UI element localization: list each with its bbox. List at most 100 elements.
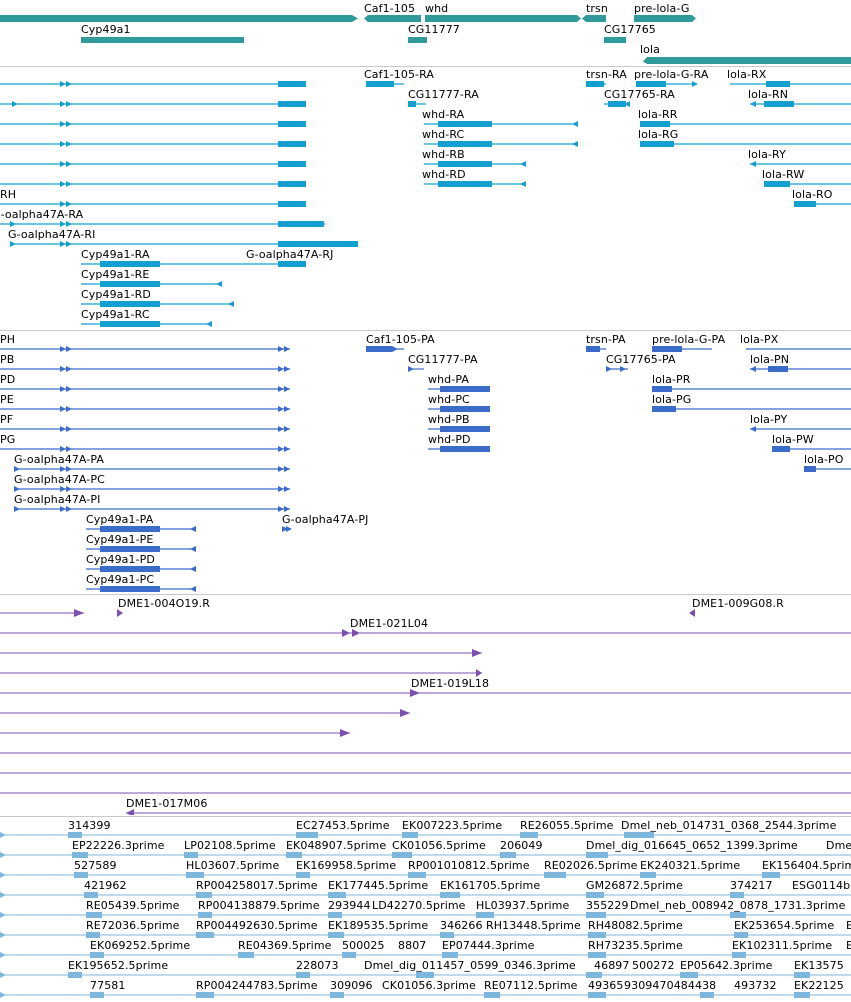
est-label[interactable]: 421962 [84, 879, 127, 892]
est-label[interactable]: EK177445.5prime [328, 879, 429, 892]
mrna-label[interactable]: Caf1-105-RA [364, 68, 435, 81]
est-label[interactable]: RH13448.5prime [486, 919, 581, 932]
est-label[interactable]: CK01056.5prime [392, 839, 486, 852]
mrna-label[interactable]: CG17765-RA [604, 88, 675, 101]
est-glyphs[interactable] [0, 817, 851, 1002]
est-label[interactable]: 346266 [440, 919, 483, 932]
mrna-label[interactable]: whd-RA [422, 108, 465, 121]
est-label[interactable]: RE07112.5prime [484, 979, 578, 992]
gene-label[interactable]: lola [640, 43, 660, 56]
mrna-label[interactable]: lola-RN [748, 88, 789, 101]
protein-glyphs[interactable] [0, 331, 851, 594]
mrna-label[interactable]: G-oalpha47A-RJ [246, 248, 334, 261]
est-label[interactable]: EK069252.5prime [90, 939, 191, 952]
gene-label[interactable]: pre-lola-G [634, 2, 690, 15]
est-label[interactable]: E [846, 939, 851, 952]
protein-label[interactable]: G-oalpha47A-PC [14, 473, 105, 486]
est-label[interactable]: RE05439.5prime [86, 899, 180, 912]
mrna-label[interactable]: Cyp49a1-RD [81, 288, 151, 301]
gene-label[interactable]: CG17765 [604, 23, 656, 36]
mrna-label[interactable]: G-oalpha47A-RA [0, 208, 84, 221]
est-label[interactable]: 374217 [730, 879, 773, 892]
est-label[interactable]: GM26872.5prime [586, 879, 683, 892]
protein-label[interactable]: PF [0, 413, 14, 426]
mrna-label[interactable]: lola-RX [727, 68, 767, 81]
mrna-label[interactable]: RH [0, 188, 17, 201]
protein-label[interactable]: PE [0, 393, 14, 406]
est-label[interactable]: EK169958.5prime [296, 859, 397, 872]
protein-label[interactable]: pre-lola-G-PA [652, 333, 726, 346]
est-label[interactable]: 49365 [588, 979, 624, 992]
mrna-label[interactable]: Cyp49a1-RE [81, 268, 150, 281]
est-label[interactable]: EC27453.5prime [296, 819, 390, 832]
protein-label[interactable]: CG11777-PA [408, 353, 478, 366]
est-label[interactable]: 500272 [632, 959, 675, 972]
est-label[interactable]: EP07444.3prime [442, 939, 535, 952]
est-label[interactable]: RP001010812.5prime [408, 859, 530, 872]
est-label[interactable]: EP05642.3prime [680, 959, 773, 972]
gene-label[interactable]: trsn [586, 2, 608, 15]
protein-label[interactable]: PG [0, 433, 16, 446]
est-label[interactable]: RE02026.5prime [544, 859, 638, 872]
protein-label[interactable]: lola-PR [652, 373, 691, 386]
mrna-label[interactable]: whd-RC [422, 128, 465, 141]
protein-label[interactable]: Cyp49a1-PC [86, 573, 155, 586]
gene-label[interactable]: whd [425, 2, 449, 15]
protein-label[interactable]: Cyp49a1-PD [86, 553, 155, 566]
est-label[interactable]: EP22226.3prime [72, 839, 165, 852]
clone-label[interactable]: DME1-019L18 [411, 677, 490, 690]
est-label[interactable]: 293944 [328, 899, 371, 912]
est-label[interactable]: RP004138879.5prime [198, 899, 320, 912]
gene-glyphs[interactable] [0, 0, 851, 66]
protein-label[interactable]: whd-PA [428, 373, 469, 386]
protein-label[interactable]: whd-PC [428, 393, 470, 406]
est-label[interactable]: EK048907.5prime [286, 839, 387, 852]
mrna-label[interactable]: Cyp49a1-RA [81, 248, 150, 261]
est-label[interactable]: Dme [826, 839, 851, 852]
est-label[interactable]: Dmel_neb_014731_0368_2544.3prime [621, 819, 837, 832]
protein-label[interactable]: lola-PG [652, 393, 692, 406]
est-label[interactable]: 8807 [398, 939, 427, 952]
protein-label[interactable]: whd-PB [428, 413, 470, 426]
clone-label[interactable]: DME1-009G08.R [692, 597, 784, 610]
est-label[interactable]: E [846, 919, 851, 932]
mrna-label[interactable]: lola-RO [792, 188, 833, 201]
protein-label[interactable]: lola-PX [740, 333, 779, 346]
gene-label[interactable]: Caf1-105 [364, 2, 416, 15]
est-label[interactable]: Dmel_neb_008942_0878_1731.3prime [630, 899, 846, 912]
protein-label[interactable]: Caf1-105-PA [366, 333, 435, 346]
est-label[interactable]: EK240321.5prime [640, 859, 741, 872]
protein-label[interactable]: Cyp49a1-PE [86, 533, 154, 546]
est-label[interactable]: EK156404.5prime [762, 859, 851, 872]
clone-label[interactable]: DME1-017M06 [126, 797, 208, 810]
est-label[interactable]: EK253654.5prime [734, 919, 835, 932]
protein-label[interactable]: PB [0, 353, 15, 366]
est-label[interactable]: EK13575 [794, 959, 844, 972]
protein-label[interactable]: lola-PY [750, 413, 788, 426]
est-label[interactable]: RE26055.5prime [520, 819, 614, 832]
est-label[interactable]: 355229 [586, 899, 629, 912]
est-label[interactable]: RH48082.5prime [588, 919, 683, 932]
est-label[interactable]: LD42270.5prime [372, 899, 466, 912]
est-label[interactable]: EK161705.5prime [440, 879, 541, 892]
protein-label[interactable]: Cyp49a1-PA [86, 513, 154, 526]
est-label[interactable]: EK195652.5prime [68, 959, 169, 972]
mrna-label[interactable]: lola-RG [638, 128, 679, 141]
protein-label[interactable]: G-oalpha47A-PI [14, 493, 101, 506]
mrna-label[interactable]: whd-RB [422, 148, 465, 161]
est-label[interactable]: 493732 [734, 979, 777, 992]
protein-label[interactable]: G-oalpha47A-PJ [282, 513, 369, 526]
mrna-label[interactable]: lola-RR [638, 108, 678, 121]
clone-label[interactable]: DME1-004O19.R [118, 597, 210, 610]
est-label[interactable]: Dmel_dig_011457_0599_0346.3prime [364, 959, 576, 972]
mrna-label[interactable]: lola-RW [762, 168, 805, 181]
mrna-label[interactable]: Cyp49a1-RC [81, 308, 150, 321]
est-label[interactable]: RE72036.5prime [86, 919, 180, 932]
clone-label[interactable]: DME1-021L04 [350, 617, 429, 630]
protein-label[interactable]: whd-PD [428, 433, 471, 446]
protein-label[interactable]: PD [0, 373, 16, 386]
protein-label[interactable]: trsn-PA [586, 333, 626, 346]
mrna-label[interactable]: trsn-RA [586, 68, 627, 81]
est-label[interactable]: RP004244783.5prime [196, 979, 318, 992]
est-label[interactable]: RH73235.5prime [588, 939, 683, 952]
